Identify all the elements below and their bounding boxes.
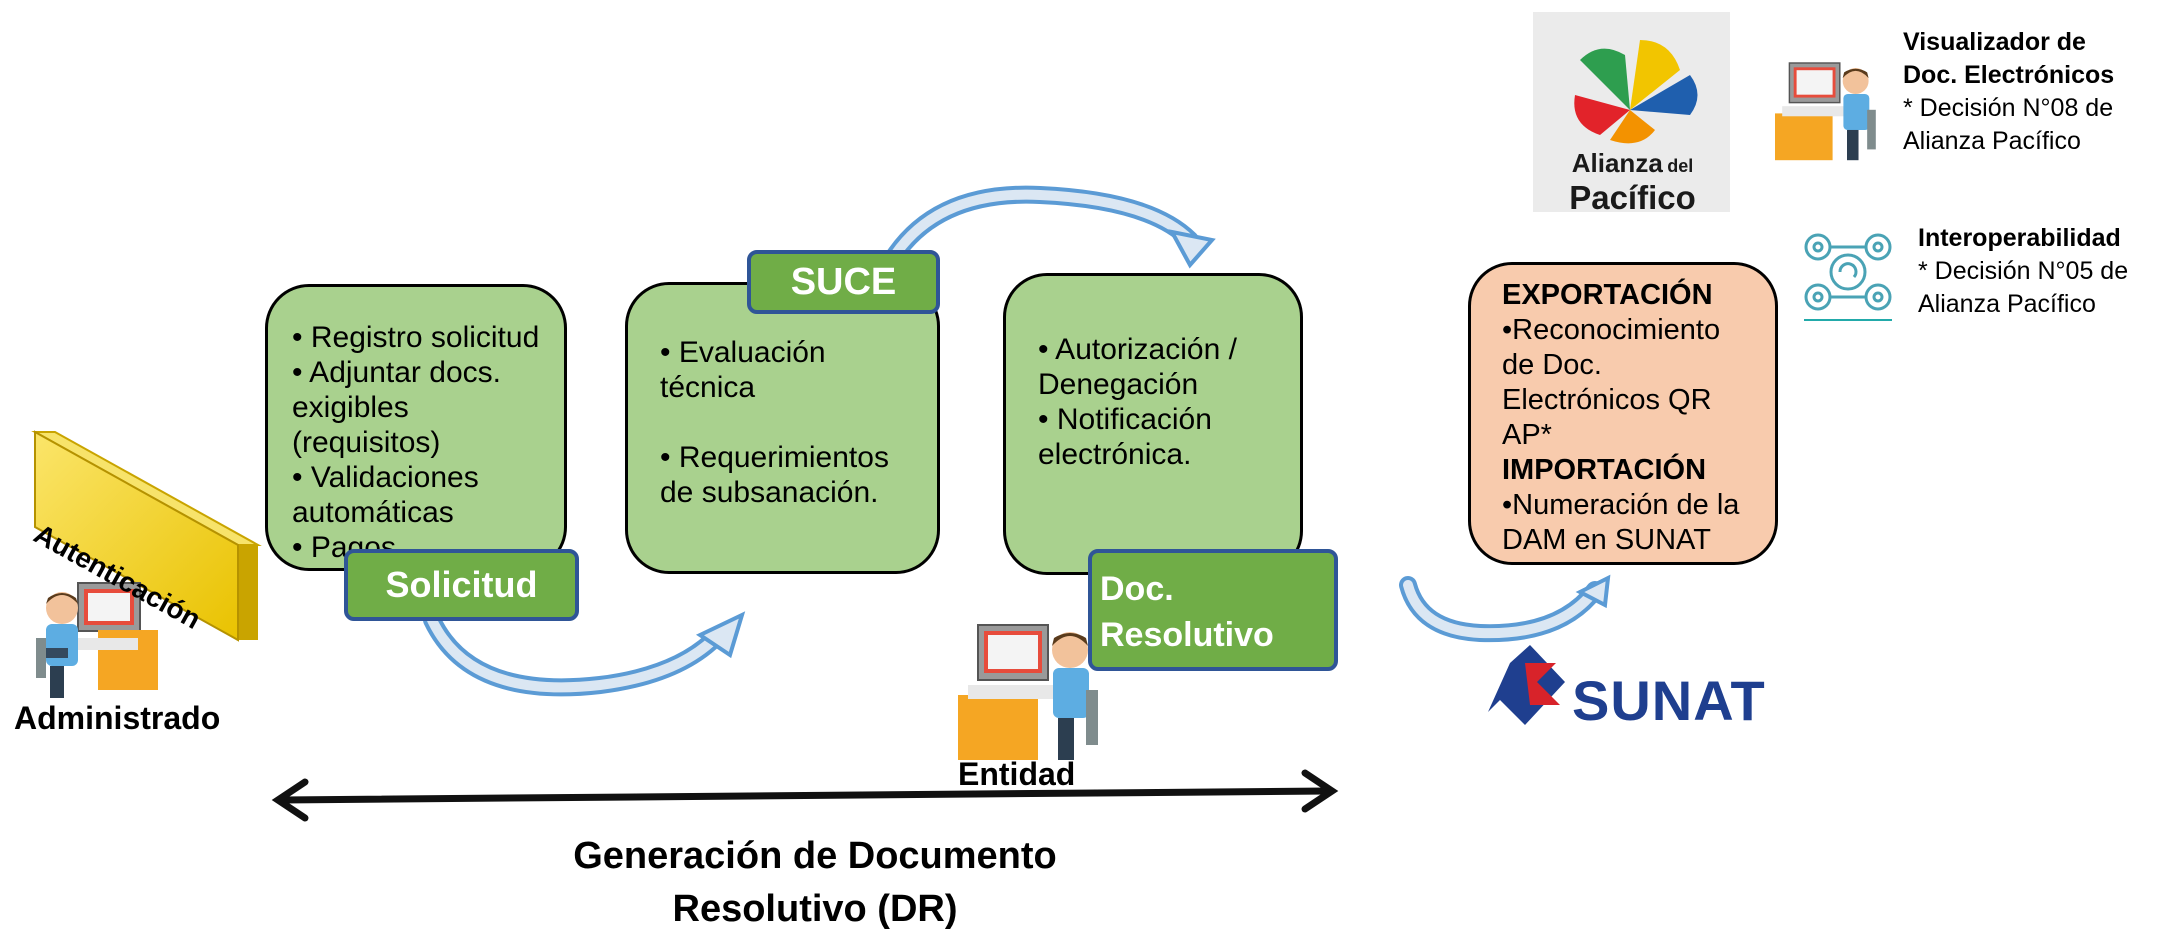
import-title: IMPORTACIÓN bbox=[1502, 454, 1707, 486]
visualizador-text2: Alianza Pacífico bbox=[1903, 127, 2081, 155]
alianza-logo-del: del bbox=[1667, 156, 1694, 176]
administrado-person-icon bbox=[36, 582, 158, 698]
list-item: • Requerimientos de subsanación. bbox=[660, 441, 889, 509]
interoperabilidad-text2: Alianza Pacífico bbox=[1918, 290, 2096, 318]
doc-resolutivo-line2: Resolutivo bbox=[1100, 616, 1274, 654]
double-headed-arrow bbox=[271, 769, 1339, 822]
resolutivo-box: • Autorización / Denegación • Notificaci… bbox=[1003, 273, 1303, 575]
interoperability-gears-icon bbox=[1804, 233, 1892, 321]
doc-resolutivo-tag: Doc. Resolutivo bbox=[1088, 549, 1338, 671]
curved-arrow-to-sunat-box bbox=[1399, 574, 1611, 643]
sunat-logo-text: SUNAT bbox=[1572, 669, 1766, 732]
sunat-logo-mark bbox=[1488, 645, 1565, 725]
alianza-pacifico-logo bbox=[1533, 12, 1730, 212]
doc-resolutivo-line1: Doc. bbox=[1100, 570, 1174, 608]
visualizador-title2: Doc. Electrónicos bbox=[1903, 61, 2115, 89]
administrado-label: Administrado bbox=[14, 700, 221, 736]
visualizador-text: Visualizador de Doc. Electrónicos * Deci… bbox=[1903, 26, 2114, 158]
alianza-logo-line2: Pacífico bbox=[1569, 179, 1696, 216]
alianza-logo-text: Alianza del Pacífico bbox=[1545, 148, 1720, 220]
list-item: • Evaluación técnica bbox=[660, 336, 826, 404]
suce-tag: SUCE bbox=[747, 250, 940, 314]
sunat-process-box: EXPORTACIÓN •Reconocimiento de Doc. Elec… bbox=[1468, 262, 1778, 565]
suce-box: • Evaluación técnica • Requerimientos de… bbox=[625, 282, 940, 574]
bottom-title-line1: Generación de Documento bbox=[573, 835, 1057, 877]
suce-list: • Evaluación técnica • Requerimientos de… bbox=[660, 335, 927, 510]
curved-arrow-suce-to-doc bbox=[886, 185, 1216, 269]
entidad-person-icon bbox=[958, 624, 1098, 760]
bottom-title-line2: Resolutivo (DR) bbox=[672, 888, 958, 930]
interoperabilidad-text: Interoperabilidad * Decisión N°05 de Ali… bbox=[1918, 222, 2128, 321]
list-item: • Notificación electrónica. bbox=[1038, 403, 1212, 471]
list-item: • Adjuntar docs. exigibles (requisitos) bbox=[292, 356, 501, 459]
solicitud-box: • Registro solicitud • Adjuntar docs. ex… bbox=[265, 284, 567, 571]
export-title: EXPORTACIÓN bbox=[1502, 279, 1713, 311]
entidad-label: Entidad bbox=[958, 756, 1076, 792]
solicitud-tag-label: Solicitud bbox=[385, 564, 538, 605]
list-item: • Registro solicitud bbox=[292, 321, 540, 354]
bottom-title: Generación de Documento Resolutivo (DR) bbox=[500, 830, 1130, 936]
resolutivo-list: • Autorización / Denegación • Notificaci… bbox=[1038, 332, 1290, 472]
visualizador-person-icon bbox=[1775, 62, 1876, 161]
export-text: •Reconocimiento de Doc. Electrónicos QR … bbox=[1502, 314, 1721, 451]
list-item: • Autorización / Denegación bbox=[1038, 333, 1237, 401]
interoperabilidad-title: Interoperabilidad bbox=[1918, 224, 2121, 252]
interoperabilidad-text1: * Decisión N°05 de bbox=[1918, 257, 2129, 285]
solicitud-list: • Registro solicitud • Adjuntar docs. ex… bbox=[292, 320, 564, 568]
visualizador-title1: Visualizador de bbox=[1903, 28, 2086, 56]
curved-arrow-solicitud-to-suce bbox=[423, 611, 746, 697]
suce-tag-label: SUCE bbox=[790, 261, 897, 303]
auth-block bbox=[31, 430, 262, 642]
visualizador-text1: * Decisión N°08 de bbox=[1903, 94, 2114, 122]
list-item: • Validaciones automáticas bbox=[292, 461, 479, 529]
import-text: •Numeración de la DAM en SUNAT bbox=[1502, 489, 1740, 556]
alianza-logo-line1: Alianza bbox=[1571, 148, 1663, 178]
solicitud-tag: Solicitud bbox=[344, 549, 579, 621]
